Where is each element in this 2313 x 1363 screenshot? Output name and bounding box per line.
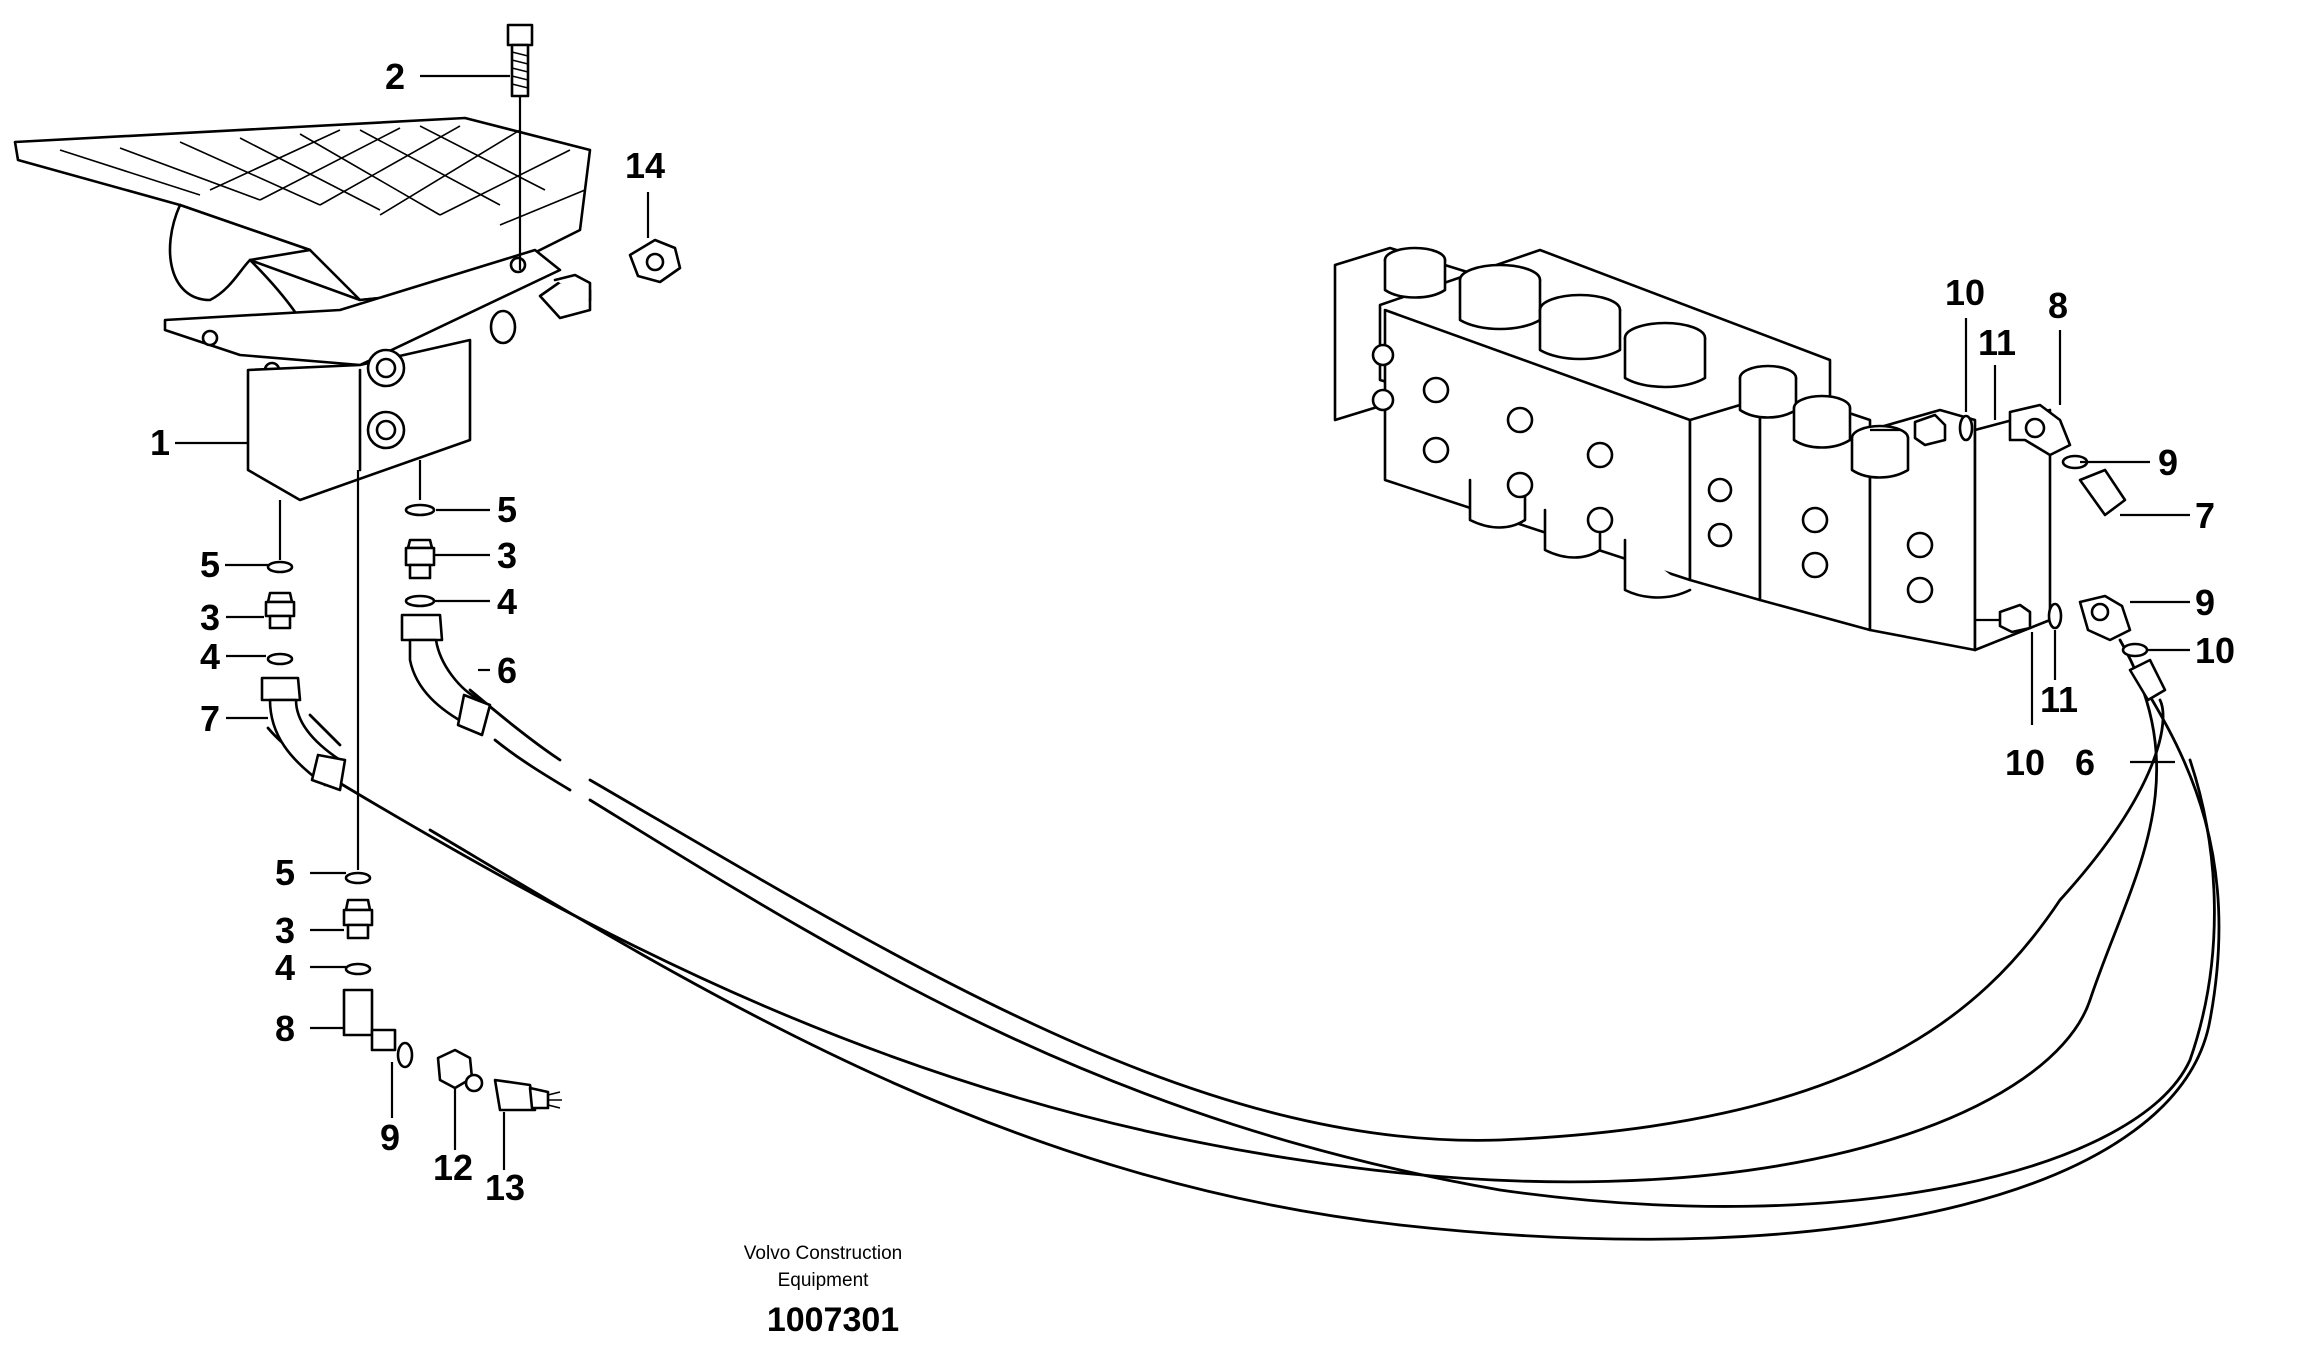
brand-line-2: Equipment — [778, 1270, 870, 1291]
callout-10-top: 10 — [1945, 272, 1985, 313]
callout-4-center: 4 — [497, 581, 517, 622]
lower-fitting-stack — [342, 470, 562, 1112]
callout-7-left: 7 — [200, 698, 220, 739]
callout-7-right: 7 — [2195, 495, 2215, 536]
brand-line-1: Volvo Construction — [744, 1243, 902, 1264]
callout-9-right: 9 — [2195, 582, 2215, 623]
foot-pedal-valve — [13, 116, 682, 502]
callout-5-left: 5 — [200, 544, 220, 585]
callout-11-bottom: 11 — [2040, 679, 2078, 720]
callouts: 1 2 14 5 3 4 7 5 3 4 6 5 3 4 8 9 12 13 1… — [150, 56, 2235, 1208]
left-fitting-stack — [260, 500, 347, 792]
callout-13: 13 — [485, 1167, 525, 1208]
callout-1: 1 — [150, 422, 170, 463]
callout-9-top: 9 — [2158, 442, 2178, 483]
callout-10-bottom: 10 — [2005, 742, 2045, 783]
callout-6-center: 6 — [497, 650, 517, 691]
callout-4-left: 4 — [200, 636, 220, 677]
callout-5-center: 5 — [497, 489, 517, 530]
callout-4-lower: 4 — [275, 947, 295, 988]
callout-3-lower: 3 — [275, 910, 295, 951]
callout-2: 2 — [385, 56, 405, 97]
callout-8-top: 8 — [2048, 285, 2068, 326]
callout-8-lower: 8 — [275, 1008, 295, 1049]
callout-3-center: 3 — [497, 535, 517, 576]
callout-14: 14 — [625, 145, 665, 186]
callout-5-lower: 5 — [275, 852, 295, 893]
callout-10-right: 10 — [2195, 630, 2235, 671]
callout-11-top: 11 — [1978, 322, 2016, 363]
callout-12: 12 — [433, 1147, 473, 1188]
callout-9-lower: 9 — [380, 1117, 400, 1158]
document-number: 1007301 — [767, 1301, 899, 1339]
center-fitting-stack — [400, 460, 492, 737]
footer: Volvo Construction Equipment 1007301 — [744, 1243, 902, 1339]
hose-lines — [266, 638, 2221, 1241]
control-valve-block — [1333, 246, 2167, 702]
callout-6-right: 6 — [2075, 742, 2095, 783]
bolt — [506, 23, 534, 270]
callout-3-left: 3 — [200, 597, 220, 638]
leader-lines — [175, 74, 2190, 1170]
